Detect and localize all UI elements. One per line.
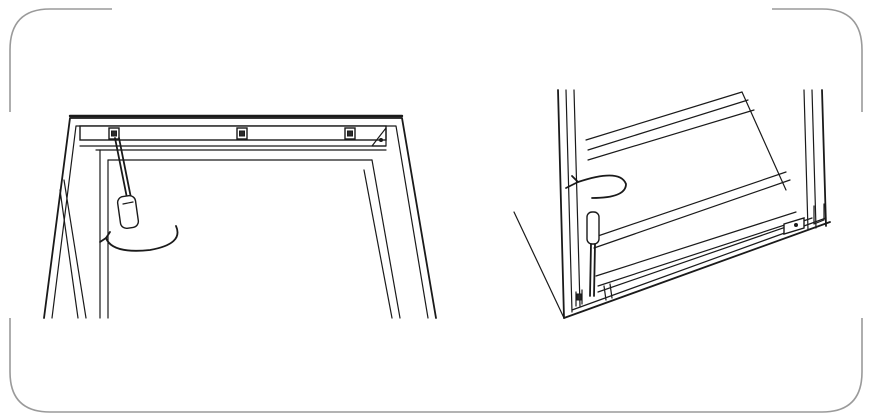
rotation-arrow-icon (565, 174, 627, 199)
screwdriver-icon (114, 137, 140, 230)
rail-clip (783, 217, 805, 235)
panel-frame-bottom (513, 89, 831, 319)
rotation-arrow-icon (99, 225, 179, 252)
rounded-border-frame (9, 8, 863, 413)
rail-clip (344, 127, 356, 140)
rail-clip (236, 127, 248, 140)
rail-clip (108, 127, 120, 140)
screwdriver-icon (586, 211, 600, 297)
panel-frame-top (43, 114, 437, 319)
